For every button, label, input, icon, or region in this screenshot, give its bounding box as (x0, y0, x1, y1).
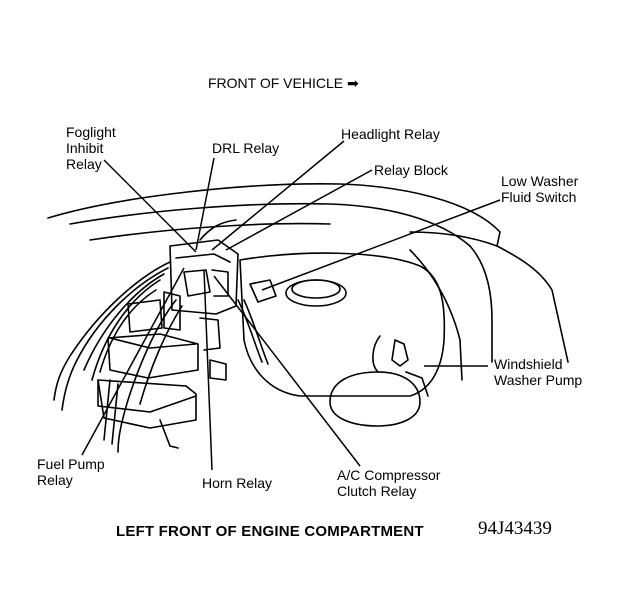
leader-lines (81, 140, 501, 471)
diagram-caption: LEFT FRONT OF ENGINE COMPARTMENT (116, 523, 424, 540)
wire-harness (53, 261, 171, 401)
washer-reservoir (239, 252, 446, 397)
relay-box-lower (97, 379, 197, 429)
foglight-inhibit-relay-label: Foglight Inhibit Relay (66, 124, 116, 172)
fuel-pump-relay-label: Fuel Pump Relay (37, 456, 105, 488)
leader-fuel-pump (81, 267, 185, 456)
leader-low-washer (261, 199, 501, 291)
hood-outline (47, 183, 501, 247)
front-of-vehicle-label: FRONT OF VEHICLE ➡ (208, 75, 359, 91)
figure-code: 94J43439 (478, 518, 552, 539)
ac-compressor-clutch-relay-label: A/C Compressor Clutch Relay (337, 467, 441, 499)
relay-block (169, 239, 239, 315)
leader-relay-block (225, 169, 373, 251)
drl-relay-label: DRL Relay (212, 140, 280, 156)
low-washer-fluid-switch-label: Low Washer Fluid Switch (501, 173, 579, 205)
relay-block-label: Relay Block (374, 162, 448, 178)
leader-headlight (211, 140, 345, 251)
leader-drl (195, 157, 215, 251)
windshield-washer-pump-label: Windshield Washer Pump (494, 356, 583, 388)
horn-relay-label: Horn Relay (202, 475, 273, 491)
headlight-relay-label: Headlight Relay (341, 126, 440, 142)
leader-foglight (103, 159, 197, 253)
leader-horn (203, 269, 213, 471)
washer-pump (329, 371, 421, 427)
leader-ac (213, 275, 361, 467)
